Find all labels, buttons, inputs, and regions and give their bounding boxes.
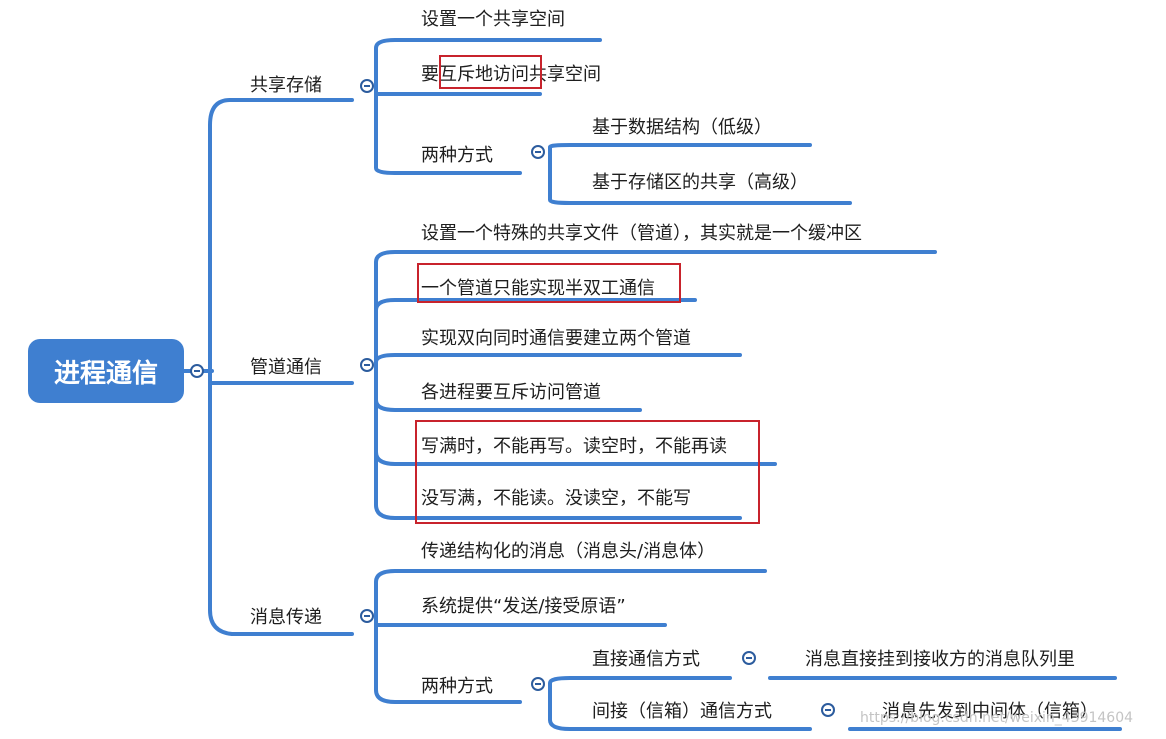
collapse-icon[interactable] [821,703,835,717]
node-indirect-detail[interactable]: 消息先发到中间体（信箱） [882,701,1098,722]
node-methods[interactable]: 两种方式 [421,676,493,697]
node-indirect[interactable]: 间接（信箱）通信方式 [592,701,772,722]
node-item[interactable]: 基于数据结构（低级） [592,117,772,138]
collapse-icon[interactable] [360,609,374,623]
node-item[interactable]: 写满时，不能再写。读空时，不能再读 [421,436,727,457]
branch-pipe[interactable]: 管道通信 [250,357,322,378]
node-item[interactable]: 基于存储区的共享（高级） [592,172,808,193]
highlight-box [439,55,542,89]
collapse-icon[interactable] [531,145,545,159]
watermark: https://blog.csdn.net/weixin_43914604 [860,710,1134,726]
collapse-icon[interactable] [742,651,756,665]
root-node[interactable]: 进程通信 [28,339,184,403]
node-item[interactable]: 要互斥地访问共享空间 [421,64,601,85]
branch-message[interactable]: 消息传递 [250,607,322,628]
node-item[interactable]: 各进程要互斥访问管道 [421,382,601,403]
node-item[interactable]: 没写满，不能读。没读空，不能写 [421,488,691,509]
node-direct[interactable]: 直接通信方式 [592,649,700,670]
collapse-icon[interactable] [360,79,374,93]
collapse-icon[interactable] [531,677,545,691]
collapse-icon[interactable] [190,364,204,378]
collapse-icon[interactable] [360,358,374,372]
branch-shared-storage[interactable]: 共享存储 [250,75,322,96]
node-direct-detail[interactable]: 消息直接挂到接收方的消息队列里 [805,649,1075,670]
node-item[interactable]: 实现双向同时通信要建立两个管道 [421,328,691,349]
root-label: 进程通信 [53,358,158,389]
node-item[interactable]: 传递结构化的消息（消息头/消息体） [421,541,716,562]
node-item[interactable]: 系统提供“发送/接受原语” [421,596,626,617]
node-methods[interactable]: 两种方式 [421,145,493,166]
node-item[interactable]: 一个管道只能实现半双工通信 [421,278,655,299]
highlight-box [415,420,760,524]
highlight-box [417,263,681,303]
node-item[interactable]: 设置一个共享空间 [421,9,565,30]
node-item[interactable]: 设置一个特殊的共享文件（管道），其实就是一个缓冲区 [421,223,862,244]
